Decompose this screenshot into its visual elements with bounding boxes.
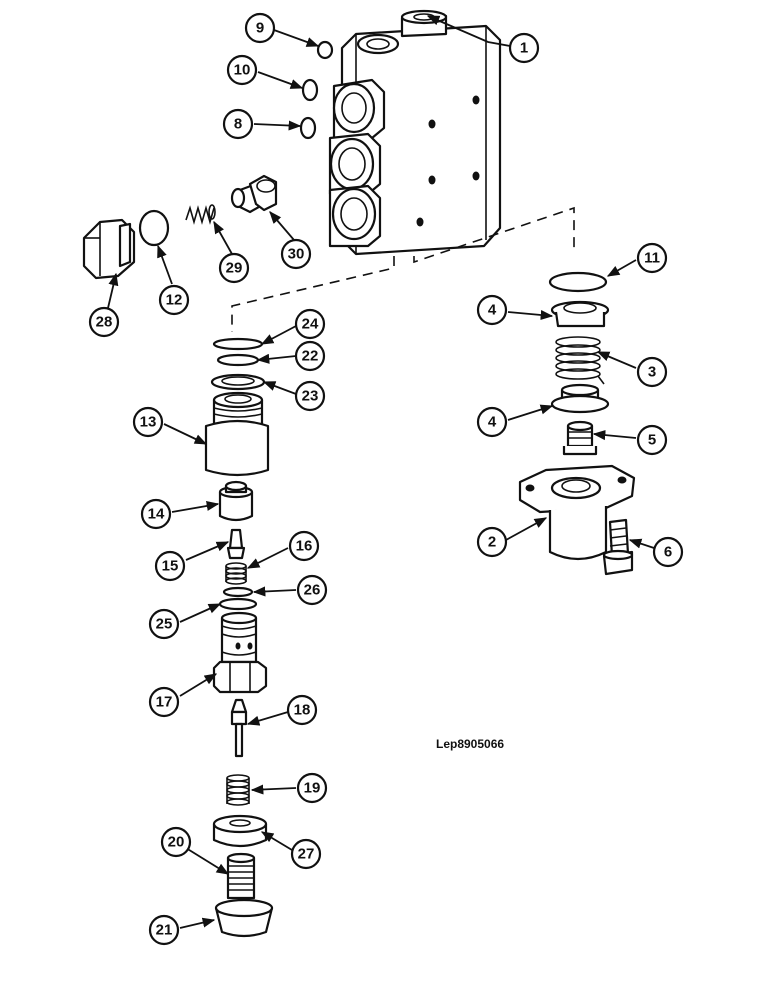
pin-18 — [230, 698, 248, 758]
callout-29[interactable]: 29 — [218, 252, 250, 284]
callout-19[interactable]: 19 — [296, 772, 328, 804]
svg-text:11: 11 — [644, 250, 660, 267]
callout-14[interactable]: 14 — [140, 498, 172, 530]
svg-text:30: 30 — [288, 246, 305, 263]
nut-27 — [212, 814, 268, 848]
svg-text:16: 16 — [296, 538, 313, 555]
callout-1[interactable]: 1 — [508, 32, 540, 64]
callout-27[interactable]: 27 — [290, 838, 322, 870]
callout-20[interactable]: 20 — [160, 826, 192, 858]
svg-text:29: 29 — [226, 260, 243, 277]
svg-text:24: 24 — [302, 316, 319, 333]
svg-text:4: 4 — [488, 302, 497, 319]
o-ring-12 — [138, 209, 170, 247]
callout-26[interactable]: 26 — [296, 574, 328, 606]
callout-25[interactable]: 25 — [148, 608, 180, 640]
callout-6[interactable]: 6 — [652, 536, 684, 568]
callout-16[interactable]: 16 — [288, 530, 320, 562]
adjusting-screw-20 — [226, 852, 256, 900]
plug-5 — [562, 420, 598, 456]
o-ring-8 — [299, 116, 317, 140]
callout-5[interactable]: 5 — [636, 424, 668, 456]
svg-text:15: 15 — [162, 558, 179, 575]
callout-24[interactable]: 24 — [294, 308, 326, 340]
callout-30[interactable]: 30 — [280, 238, 312, 270]
svg-text:23: 23 — [302, 388, 319, 405]
callout-18[interactable]: 18 — [286, 694, 318, 726]
svg-text:2: 2 — [488, 534, 496, 551]
svg-text:14: 14 — [148, 506, 165, 523]
svg-text:13: 13 — [140, 414, 157, 431]
plug-28 — [82, 218, 136, 280]
svg-text:12: 12 — [166, 292, 183, 309]
callout-3[interactable]: 3 — [636, 356, 668, 388]
o-ring-22 — [216, 353, 260, 367]
callout-11[interactable]: 11 — [636, 242, 668, 274]
svg-text:22: 22 — [302, 348, 319, 365]
callout-9[interactable]: 9 — [244, 12, 276, 44]
svg-text:10: 10 — [234, 62, 251, 79]
svg-text:18: 18 — [294, 702, 311, 719]
spring-3 — [555, 336, 605, 385]
drawing-reference-label: Lep8905066 — [436, 737, 504, 751]
bolt-6 — [602, 518, 634, 576]
svg-text:6: 6 — [664, 544, 672, 561]
callout-23[interactable]: 23 — [294, 380, 326, 412]
svg-text:4: 4 — [488, 414, 497, 431]
callout-15[interactable]: 15 — [154, 550, 186, 582]
spring-19 — [226, 774, 250, 806]
poppet-30 — [230, 174, 278, 214]
callout-13[interactable]: 13 — [132, 406, 164, 438]
callout-8[interactable]: 8 — [222, 108, 254, 140]
piston-14 — [218, 480, 254, 522]
svg-text:28: 28 — [96, 314, 113, 331]
svg-text:1: 1 — [520, 40, 528, 57]
backup-ring-23 — [210, 373, 266, 391]
callout-2[interactable]: 2 — [476, 526, 508, 558]
svg-text:5: 5 — [648, 432, 656, 449]
callout-28[interactable]: 28 — [88, 306, 120, 338]
o-ring-26 — [222, 586, 254, 598]
callout-21[interactable]: 21 — [148, 914, 180, 946]
cap-21 — [214, 898, 274, 938]
leader-lines — [107, 15, 655, 929]
svg-text:20: 20 — [168, 834, 185, 851]
explosion-lines — [231, 206, 575, 332]
svg-text:9: 9 — [256, 20, 264, 37]
spring-29 — [185, 204, 216, 225]
svg-text:17: 17 — [156, 694, 173, 711]
svg-text:25: 25 — [156, 616, 173, 633]
o-ring-24 — [212, 337, 264, 351]
spring-16 — [225, 562, 247, 585]
callout-4-lower[interactable]: 4 — [476, 406, 508, 438]
o-ring-9 — [316, 40, 334, 60]
callout-4-upper[interactable]: 4 — [476, 294, 508, 326]
svg-text:19: 19 — [304, 780, 321, 797]
pilot-seat-17 — [212, 611, 268, 694]
o-ring-11 — [548, 271, 608, 293]
callout-22[interactable]: 22 — [294, 340, 326, 372]
svg-text:26: 26 — [304, 582, 321, 599]
svg-text:21: 21 — [156, 922, 173, 939]
o-ring-10 — [301, 78, 319, 102]
callout-17[interactable]: 17 — [148, 686, 180, 718]
svg-text:3: 3 — [648, 364, 656, 381]
valve-body — [328, 9, 502, 256]
svg-text:8: 8 — [234, 116, 242, 133]
pilot-poppet-15 — [226, 528, 246, 560]
o-ring-25 — [218, 597, 258, 611]
svg-text:27: 27 — [298, 846, 315, 863]
cover-2 — [518, 464, 636, 561]
callout-10[interactable]: 10 — [226, 54, 258, 86]
valve-housing-13 — [204, 391, 270, 477]
callout-12[interactable]: 12 — [158, 284, 190, 316]
spring-seat-4-lower — [550, 383, 610, 414]
spring-seat-4-upper — [550, 300, 610, 328]
